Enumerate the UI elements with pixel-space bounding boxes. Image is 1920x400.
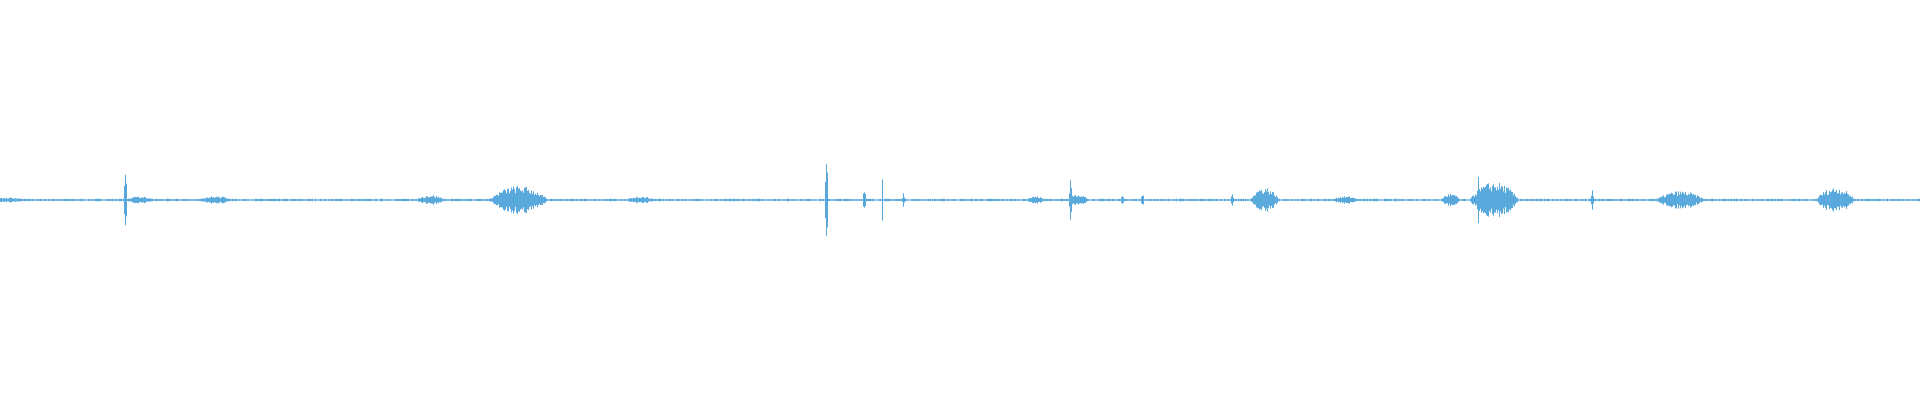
waveform-samples	[0, 163, 1920, 237]
